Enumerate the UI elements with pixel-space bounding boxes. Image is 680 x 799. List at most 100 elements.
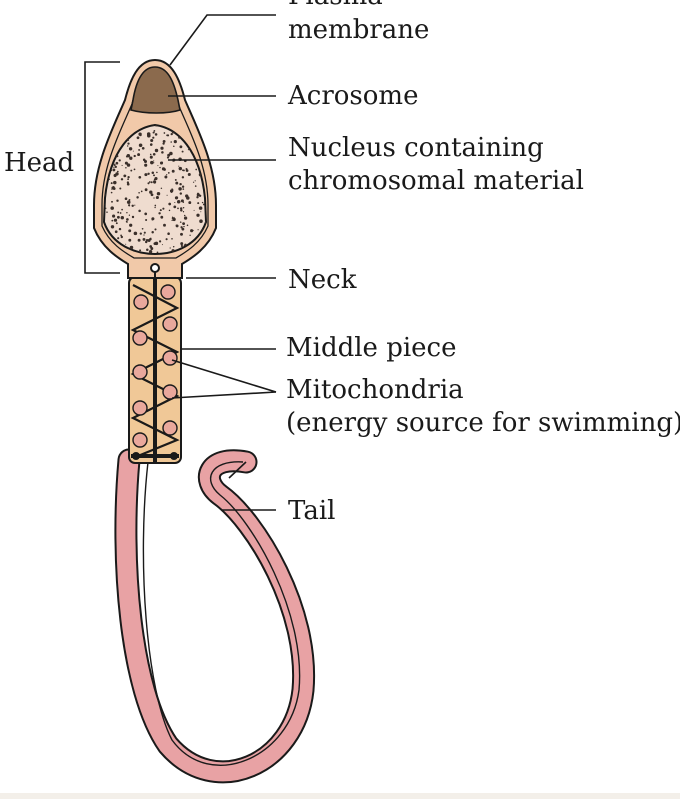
- tail-label: Tail: [288, 496, 335, 526]
- chromatin-speck: [153, 130, 156, 132]
- chromatin-speck: [125, 243, 127, 245]
- chromatin-speck: [193, 209, 195, 211]
- chromatin-speck: [120, 235, 123, 239]
- chromatin-speck: [183, 244, 185, 247]
- chromatin-speck: [149, 155, 153, 159]
- chromatin-speck: [155, 195, 159, 200]
- chromatin-speck: [194, 180, 196, 182]
- chromatin-speck: [138, 209, 141, 213]
- chromatin-speck: [198, 206, 203, 210]
- chromatin-speck: [185, 194, 189, 198]
- chromatin-speck: [112, 214, 116, 218]
- chromatin-speck: [113, 166, 115, 168]
- chromatin-speck: [139, 232, 142, 235]
- chromatin-speck: [153, 197, 155, 199]
- chromatin-speck: [166, 134, 169, 137]
- chromatin-speck: [165, 238, 168, 241]
- mitochondria-label-line2: (energy source for swimming): [286, 408, 680, 438]
- chromatin-speck: [182, 188, 185, 190]
- chromatin-speck: [110, 182, 113, 185]
- chromatin-speck: [120, 216, 125, 220]
- chromatin-speck: [174, 178, 177, 181]
- chromatin-speck: [154, 241, 159, 246]
- chromatin-speck: [169, 151, 173, 156]
- chromatin-speck: [118, 227, 122, 231]
- end-ring-knob: [132, 452, 140, 460]
- chromatin-speck: [171, 219, 173, 222]
- chromatin-speck: [113, 163, 116, 167]
- mitochondrion: [162, 350, 178, 366]
- chromatin-speck: [110, 225, 115, 229]
- chromatin-speck: [182, 222, 186, 226]
- chromatin-speck: [133, 231, 138, 236]
- chromatin-speck: [201, 201, 204, 204]
- chromatin-speck: [128, 198, 131, 201]
- mitochondrion: [132, 400, 148, 416]
- head-bracket: Head: [4, 61, 120, 274]
- chromatin-speck: [116, 170, 119, 173]
- chromatin-speck: [125, 167, 127, 169]
- chromatin-speck: [151, 230, 154, 234]
- chromatin-speck: [141, 146, 145, 150]
- chromatin-speck: [154, 177, 158, 181]
- chromatin-speck: [110, 191, 113, 194]
- chromatin-speck: [156, 251, 159, 254]
- chromatin-speck: [146, 132, 151, 136]
- mitochondria-leader-lower: [171, 391, 277, 399]
- chromatin-speck: [133, 154, 136, 158]
- chromatin-speck: [177, 207, 179, 210]
- chromatin-speck: [121, 208, 123, 211]
- chromatin-speck: [149, 245, 153, 248]
- acrosome-shape: [130, 66, 181, 114]
- chromatin-speck: [138, 192, 140, 194]
- chromatin-speck: [181, 176, 185, 179]
- chromatin-speck: [174, 196, 178, 200]
- chromatin-speck: [180, 226, 183, 229]
- chromatin-speck: [112, 187, 116, 190]
- chromatin-speck: [199, 126, 203, 131]
- chromatin-speck: [188, 201, 192, 205]
- centriole: [150, 263, 160, 273]
- chromatin-speck: [183, 216, 188, 220]
- mitochondrion: [132, 432, 148, 448]
- mitochondrion: [160, 284, 176, 300]
- plasma-membrane-label-line2: membrane: [288, 15, 429, 45]
- chromatin-speck: [173, 205, 177, 209]
- chromatin-speck: [115, 161, 119, 165]
- chromatin-speck: [144, 173, 148, 177]
- chromatin-speck: [150, 237, 152, 239]
- chromatin-speck: [180, 209, 183, 212]
- chromatin-speck: [196, 213, 200, 217]
- end-ring-knob: [170, 452, 178, 460]
- head-label: Head: [4, 148, 74, 178]
- chromatin-speck: [145, 239, 149, 242]
- chromatin-speck: [202, 203, 205, 206]
- nucleus-label-line1: Nucleus containing: [288, 133, 544, 163]
- chromatin-speck: [116, 199, 119, 202]
- chromatin-speck: [154, 204, 157, 207]
- chromatin-speck: [127, 142, 130, 145]
- chromatin-speck: [128, 205, 130, 207]
- chromatin-speck: [183, 214, 186, 217]
- chromatin-speck: [113, 163, 115, 165]
- chromatin-speck: [161, 151, 164, 154]
- chromatin-speck: [171, 217, 174, 220]
- chromatin-speck: [114, 230, 118, 234]
- chromatin-speck: [120, 234, 122, 237]
- chromatin-speck: [120, 178, 124, 181]
- chromatin-speck: [166, 156, 170, 159]
- chromatin-speck: [126, 182, 130, 186]
- chromatin-speck: [125, 220, 128, 223]
- chromatin-speck: [114, 165, 117, 169]
- chromatin-speck: [127, 145, 129, 147]
- tail-tip: [228, 461, 247, 479]
- chromatin-speck: [178, 165, 180, 167]
- chromatin-speck: [203, 133, 206, 137]
- chromatin-speck: [153, 174, 155, 177]
- chromatin-speck: [113, 181, 115, 183]
- head: [93, 58, 217, 279]
- plasma-membrane-label-line1: Plasma: [288, 0, 383, 11]
- chromatin-speck: [152, 152, 156, 156]
- chromatin-speck: [203, 191, 205, 193]
- chromatin-speck: [143, 234, 145, 236]
